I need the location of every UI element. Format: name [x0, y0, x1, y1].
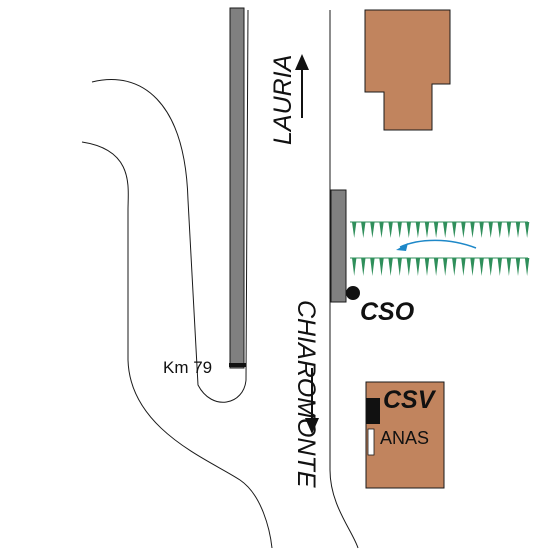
vegetation-spike [379, 258, 384, 276]
vegetation-spike [497, 258, 502, 276]
roadside-barrier [330, 189, 347, 303]
road-edge-left-outer [81, 141, 273, 549]
vegetation-spike [479, 222, 484, 238]
vegetation-spike [479, 258, 484, 276]
vegetation-spike [488, 222, 493, 238]
vegetation-spike [370, 222, 375, 238]
vegetation-spike [352, 222, 357, 238]
vegetation-spike [415, 258, 421, 276]
vegetation-spike [433, 222, 439, 238]
csv-building [365, 381, 445, 489]
vegetation-spike [361, 222, 366, 238]
vegetation-spike [406, 222, 411, 238]
vegetation-spike [461, 258, 466, 276]
vegetation-spike [415, 222, 421, 238]
vegetation-spike [488, 258, 493, 276]
north-arrow-head [295, 54, 309, 70]
median-barrier [229, 7, 245, 369]
vegetation-spike [433, 258, 439, 276]
vegetation-spike [388, 258, 393, 276]
vegetation-spike [397, 222, 402, 238]
vegetation-spike [370, 258, 375, 276]
direction-label-lauria: LAURIA [269, 55, 297, 145]
road-edge-right [329, 10, 359, 549]
vegetation-row-top [350, 221, 530, 238]
anas-label: ANAS [380, 428, 429, 448]
vegetation-spike [461, 222, 466, 238]
vegetation-spike [452, 258, 457, 276]
vegetation-spike [352, 258, 357, 276]
cso-label: CSO [360, 298, 415, 326]
vegetation-spike [406, 258, 411, 276]
vegetation-row-bottom [350, 257, 530, 276]
vegetation-spike [506, 222, 512, 238]
vegetation-spike [443, 258, 448, 276]
flow-arrow-head [396, 243, 408, 251]
vegetation-spike [424, 258, 430, 276]
south-arrow-head [305, 418, 319, 434]
direction-label-chiaromonte: CHIAROMONTE [292, 300, 320, 488]
vegetation-spike [388, 222, 393, 238]
vegetation-spike [443, 222, 448, 238]
vegetation-spike [497, 222, 502, 238]
csv-station-marker [366, 398, 380, 424]
flow-arrow-curve [399, 239, 477, 249]
vegetation-spike [379, 222, 384, 238]
vegetation-spike [515, 258, 521, 276]
vegetation-spike [524, 222, 530, 238]
km-marker-tick [229, 363, 246, 367]
vegetation-spike [470, 222, 475, 238]
building-north [364, 9, 451, 131]
cso-point [346, 286, 360, 300]
road-edge-left [91, 9, 249, 403]
vegetation-spike [361, 258, 366, 276]
km-marker-label: Km 79 [163, 358, 212, 377]
vegetation-spike [470, 258, 475, 276]
vegetation-spike [452, 222, 457, 238]
vegetation-spike [506, 258, 512, 276]
vegetation-spike [524, 258, 530, 276]
vegetation-spike [515, 222, 521, 238]
vegetation-spike [397, 258, 402, 276]
csv-door [367, 428, 375, 456]
csv-label: CSV [383, 386, 437, 414]
vegetation-spike [424, 222, 430, 238]
